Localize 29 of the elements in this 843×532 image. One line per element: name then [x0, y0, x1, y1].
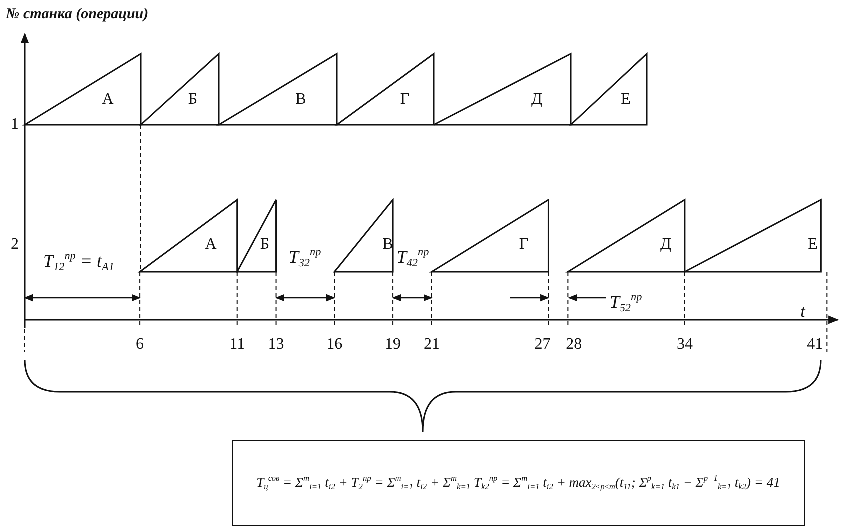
machine-number: 2 — [11, 236, 19, 254]
formula-box — [232, 440, 805, 526]
tick-label: 13 — [268, 336, 284, 354]
operation-letter: Д — [660, 236, 672, 254]
axis-title: № станка (операции) — [6, 6, 149, 24]
tick-label: 41 — [807, 336, 824, 354]
operation-letter: Б — [188, 91, 198, 109]
operation-letter: Е — [808, 236, 818, 254]
operation-letter: Д — [532, 91, 542, 109]
operation-letter: Б — [260, 236, 270, 254]
formula: T$_{ц}$$^{сов}$ = Σ$^{m}$$_{i=1}$ t$_{i2}$ + T$_{2}$$^{пр}$ = Σ$^{m}$$_{i=1}$ t$_{i2}$ + Σ$^{m}$$_{k=1}$ T$_{k2}$$^{пр}$ = Σ$^{m}$$_{i=1}$ t$_{i2}$ + max$_{2≤p≤m}$(t$_{11}$; Σ$^{p}$$_{k=1}$ t$_{k1}$ − Σ$^{p−1}$$_{k=1}$ t$_{k2}$) = 41 — [256, 474, 780, 492]
tick-label: 21 — [424, 336, 440, 354]
operation-letter: Г — [400, 91, 410, 109]
operation-letter: Г — [519, 236, 529, 254]
tick-label: 16 — [326, 336, 343, 354]
operation-letter: В — [296, 91, 306, 109]
tick-label: 11 — [230, 336, 246, 354]
tick-label: 27 — [534, 336, 551, 354]
operation-letter: А — [205, 236, 217, 254]
tick-label: 28 — [566, 336, 582, 354]
tick-label: 6 — [136, 336, 144, 354]
operation-letter: В — [382, 236, 394, 254]
machine-number: 1 — [11, 116, 19, 134]
axis-label: t — [800, 302, 806, 322]
operation-letter: Е — [621, 91, 631, 109]
interval-label: T$_{12}$$^{пр}$ = t$_{А1}$ — [44, 250, 114, 274]
tick-label: 34 — [676, 336, 693, 354]
operation-letter: А — [102, 91, 114, 109]
tick-label: 19 — [385, 336, 402, 354]
